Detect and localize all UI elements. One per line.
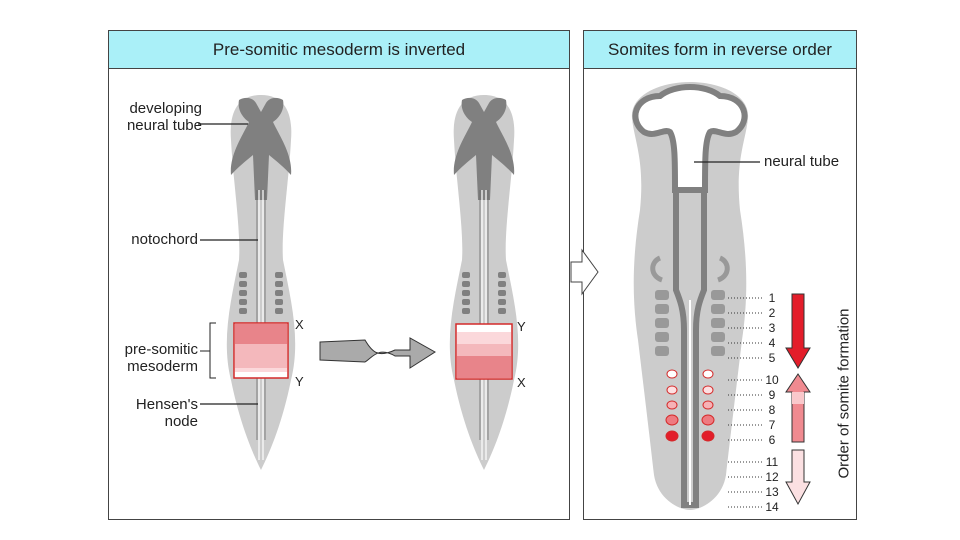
somite-number: 8	[768, 403, 776, 417]
embryo1-marker-bottom: Y	[295, 374, 304, 389]
embryo1-marker-top: X	[295, 317, 304, 332]
somite-number: 13	[765, 485, 779, 499]
embryo-original	[226, 94, 296, 471]
somite-number: 11	[765, 455, 779, 469]
order-arrow-down-11-14-icon	[785, 449, 811, 506]
label-neural-tube: neural tube	[764, 153, 840, 170]
somite-number: 4	[768, 336, 776, 350]
somite-number: 6	[768, 433, 776, 447]
somite-number: 7	[768, 418, 776, 432]
order-arrow-up-6-10-icon	[785, 373, 811, 443]
label-developing-neural-tube: developing neural tube	[126, 100, 202, 134]
somite-number: 5	[768, 351, 776, 365]
order-arrow-down-1-5-icon	[785, 293, 811, 369]
panel-arrow-icon	[570, 248, 599, 296]
left-panel-title: Pre-somitic mesoderm is inverted	[109, 31, 569, 69]
embryo2-marker-top: Y	[517, 319, 526, 334]
label-pre-somitic-mesoderm: pre-somitic mesoderm	[124, 341, 198, 375]
invert-arrow-icon	[319, 337, 436, 369]
embryo-inverted	[449, 94, 519, 471]
somite-number: 10	[765, 373, 779, 387]
label-order-of-somite-formation: Order of somite formation	[835, 308, 853, 479]
label-hensens-node: Hensen's node	[135, 396, 198, 430]
embryo2-marker-bottom: X	[517, 375, 526, 390]
right-panel-title: Somites form in reverse order	[584, 31, 856, 69]
somite-number: 12	[765, 470, 779, 484]
label-notochord: notochord	[131, 231, 198, 248]
somite-number: 9	[768, 388, 776, 402]
somite-number: 3	[768, 321, 776, 335]
somite-number: 1	[768, 291, 776, 305]
somite-number: 2	[768, 306, 776, 320]
somite-number: 14	[765, 500, 779, 514]
embryo-reversed	[631, 82, 749, 510]
